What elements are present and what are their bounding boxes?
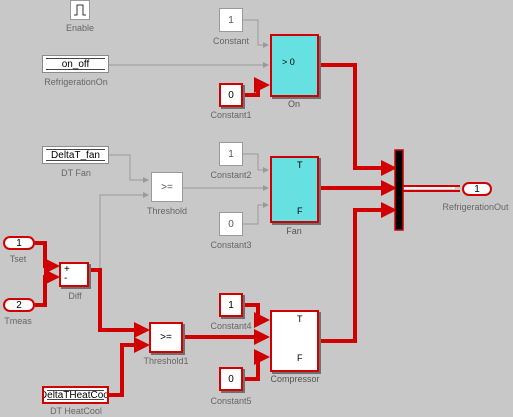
constant-block[interactable]: 1: [219, 8, 243, 32]
wire-mux-to-out: [403, 185, 460, 192]
constant5-label: Constant5: [210, 396, 252, 406]
enable-block[interactable]: [70, 0, 90, 20]
constant1-value: 0: [228, 89, 234, 101]
fan-true-label: T: [297, 160, 303, 170]
dt-fan-label: DT Fan: [61, 168, 91, 178]
constant-value: 1: [228, 14, 234, 26]
constant4-block[interactable]: 1: [219, 293, 243, 317]
deltat-fan-value: DeltaT_fan: [51, 149, 100, 161]
wire-constant3-to-fan: [243, 202, 269, 225]
constant1-label: Constant1: [210, 110, 252, 120]
wire-tmeas-to-diff: [35, 269, 60, 307]
refrigeration-out-label: RefrigerationOut: [442, 202, 509, 212]
wire-constant4-to-compressor: [243, 303, 270, 328]
on-off-value: on_off: [61, 58, 90, 70]
compressor-true-label: T: [297, 314, 303, 324]
wire-tset-to-diff: [35, 241, 60, 274]
wire-on-to-mux: [319, 63, 397, 176]
constant1-block[interactable]: 0: [219, 83, 243, 107]
wire-diff-to-threshold: [99, 192, 149, 270]
fan-switch-block[interactable]: [270, 156, 319, 223]
wire-diff-to-threshold1: [89, 268, 150, 338]
tset-inport[interactable]: 1: [3, 236, 35, 250]
threshold-block[interactable]: >=: [151, 172, 183, 202]
constant5-block[interactable]: 0: [219, 367, 243, 391]
constant3-label: Constant3: [210, 240, 252, 250]
threshold1-label: Threshold1: [143, 356, 189, 366]
deltatheatcool-value: DeltaTHeatCool: [42, 389, 109, 401]
on-switch-label: On: [287, 99, 300, 109]
constant2-block[interactable]: 1: [219, 142, 243, 166]
diff-plus-sign: +: [64, 264, 70, 275]
compressor-false-label: F: [297, 353, 303, 363]
threshold-label: Threshold: [146, 206, 188, 216]
wire-constant2-to-fan: [243, 153, 269, 173]
refrigeration-outport[interactable]: 1: [462, 182, 492, 196]
threshold-op: >=: [161, 181, 173, 193]
diff-minus-sign: -: [64, 273, 68, 284]
deltat-fan-from-block[interactable]: DeltaT_fan: [42, 146, 109, 164]
constant2-label: Constant2: [210, 170, 252, 180]
compressor-switch-block[interactable]: [270, 310, 319, 372]
constant4-label: Constant4: [210, 321, 252, 331]
tset-port-number: 1: [16, 237, 22, 249]
wire-dtfan-to-threshold: [109, 154, 149, 183]
constant3-value: 0: [228, 218, 234, 230]
wire-constant1-to-on: [243, 77, 270, 97]
wire-constant-to-on: [243, 19, 269, 48]
enable-label: Enable: [65, 23, 95, 33]
constant4-value: 1: [228, 299, 234, 311]
threshold1-op: >=: [160, 332, 172, 343]
constant2-value: 1: [228, 148, 234, 160]
diff-label: Diff: [68, 291, 82, 301]
compressor-switch-label: Compressor: [270, 374, 320, 384]
tmeas-inport[interactable]: 2: [3, 298, 35, 312]
constant-label: Constant: [212, 36, 250, 46]
fan-switch-label: Fan: [286, 226, 302, 236]
mux-block: [394, 149, 404, 231]
constant5-value: 0: [228, 373, 234, 385]
fan-false-label: F: [297, 206, 303, 216]
threshold1-block[interactable]: >=: [149, 322, 183, 353]
constant3-block[interactable]: 0: [219, 212, 243, 236]
refrigeration-on-label: RefrigerationOn: [44, 77, 108, 87]
wire-dtheatcool-to-threshold1: [109, 337, 150, 397]
refrigeration-out-port-number: 1: [474, 183, 480, 195]
deltatheatcool-from-block[interactable]: DeltaTHeatCool: [42, 386, 109, 404]
tset-label: Tset: [9, 254, 27, 264]
dt-heatcool-label: DT HeatCool: [50, 406, 102, 416]
pulse-icon: [74, 4, 86, 16]
tmeas-port-number: 2: [16, 299, 22, 311]
on-off-from-block[interactable]: on_off: [42, 55, 109, 73]
diff-block[interactable]: + -: [59, 262, 89, 287]
on-switch-criterion: > 0: [282, 57, 295, 67]
wire-compressor-to-mux: [319, 202, 397, 343]
on-switch-block[interactable]: [270, 34, 319, 97]
tmeas-label: Tmeas: [4, 316, 32, 326]
wire-constant5-to-compressor: [243, 349, 270, 381]
